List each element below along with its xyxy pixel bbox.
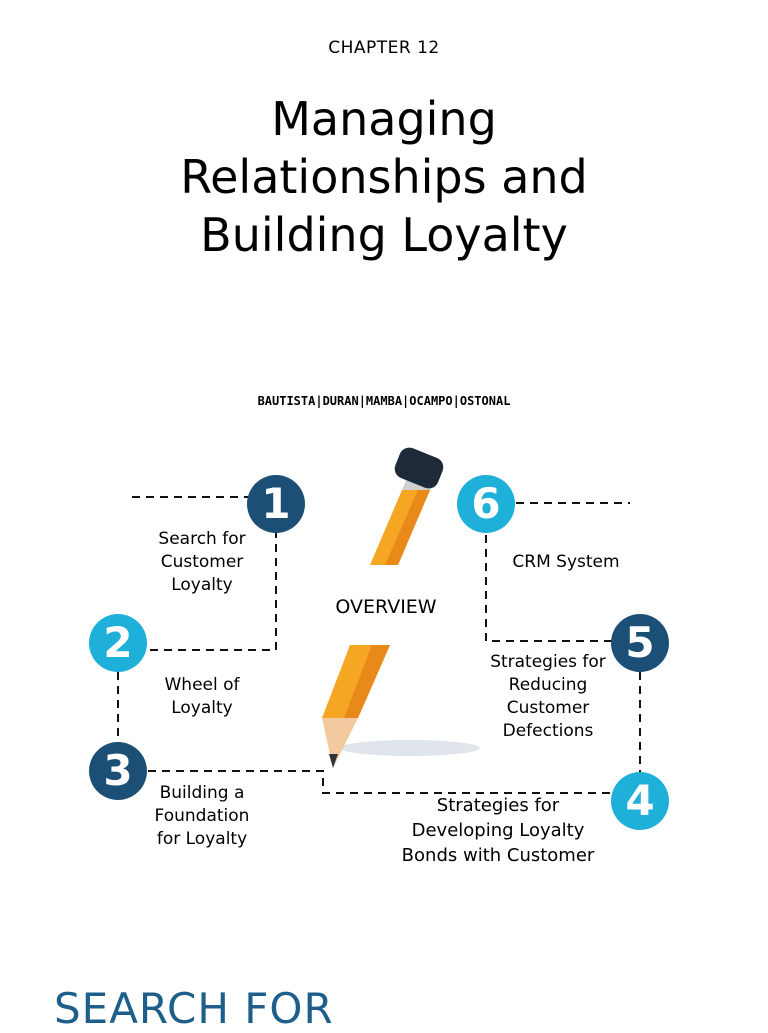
connector-5-6 [485,532,612,642]
step-1-label: Search for Customer Loyalty [158,529,246,595]
connector-1-2 [148,530,277,651]
title-line-3: Building Loyalty [200,208,568,262]
step-3-label: Building a Foundation for Loyalty [154,783,250,849]
authors-line: BAUTISTA|DURAN|MAMBA|OCAMPO|OSTONAL [257,394,511,408]
step-6-label: CRM System [512,552,620,572]
step-2-badge: 2 [89,614,147,672]
step-6-badge: 6 [457,475,515,533]
connector-3-4 [148,770,612,794]
pencil-top-icon [370,447,444,565]
chapter-label: CHAPTER 12 [328,38,440,58]
step-4-badge: 4 [611,772,669,830]
step-5-badge: 5 [611,614,669,672]
pencil-bottom-icon [322,645,480,768]
overview-label: OVERVIEW [335,596,437,618]
step-5-label: Strategies for Reducing Customer Defecti… [490,652,606,741]
step-2-label: Wheel of Loyalty [164,675,240,718]
step-1-badge: 1 [247,475,305,533]
title-line-2: Relationships and [180,150,588,204]
title-line-1: Managing [271,92,497,146]
step-3-badge: 3 [89,742,147,800]
step-4-label: Strategies for Developing Loyalty Bonds … [401,795,595,866]
page-title: Managing Relationships and Building Loya… [134,90,634,264]
next-section-heading: SEARCH FOR [54,984,334,1033]
